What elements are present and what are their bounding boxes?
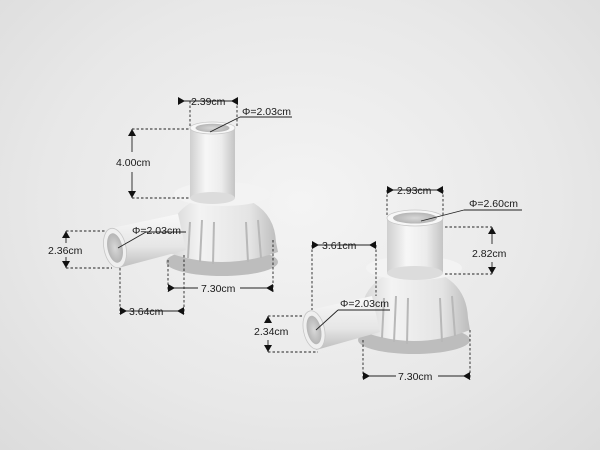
- right-top-width-label: 2.93cm: [397, 185, 432, 197]
- right-top-height-label: 2.82cm: [472, 248, 507, 260]
- left-top-diameter-label: Φ=2.03cm: [242, 106, 291, 118]
- right-dimensions: 2.93cm Φ=2.60cm 2.82cm 3.61cm Φ=2.03cm 2…: [254, 185, 522, 383]
- left-top-width-label: 2.39cm: [191, 96, 226, 108]
- right-fitting: [302, 209, 470, 354]
- left-base-width-label: 7.30cm: [201, 283, 236, 295]
- right-side-reach-label: 3.61cm: [322, 240, 357, 252]
- right-base-width-label: 7.30cm: [398, 371, 433, 383]
- left-fitting: [103, 121, 278, 276]
- right-side-height-label: 2.34cm: [254, 326, 289, 338]
- right-top-diameter-label: Φ=2.60cm: [469, 198, 518, 210]
- left-side-diameter-label: Φ=2.03cm: [132, 225, 181, 237]
- left-top-height-label: 4.00cm: [116, 157, 151, 169]
- left-dimensions: 2.39cm Φ=2.03cm 4.00cm Φ=2.03cm 2.36cm 3…: [48, 96, 292, 318]
- left-side-reach-label: 3.64cm: [129, 306, 164, 318]
- right-side-diameter-label: Φ=2.03cm: [340, 298, 389, 310]
- left-side-height-label: 2.36cm: [48, 245, 83, 257]
